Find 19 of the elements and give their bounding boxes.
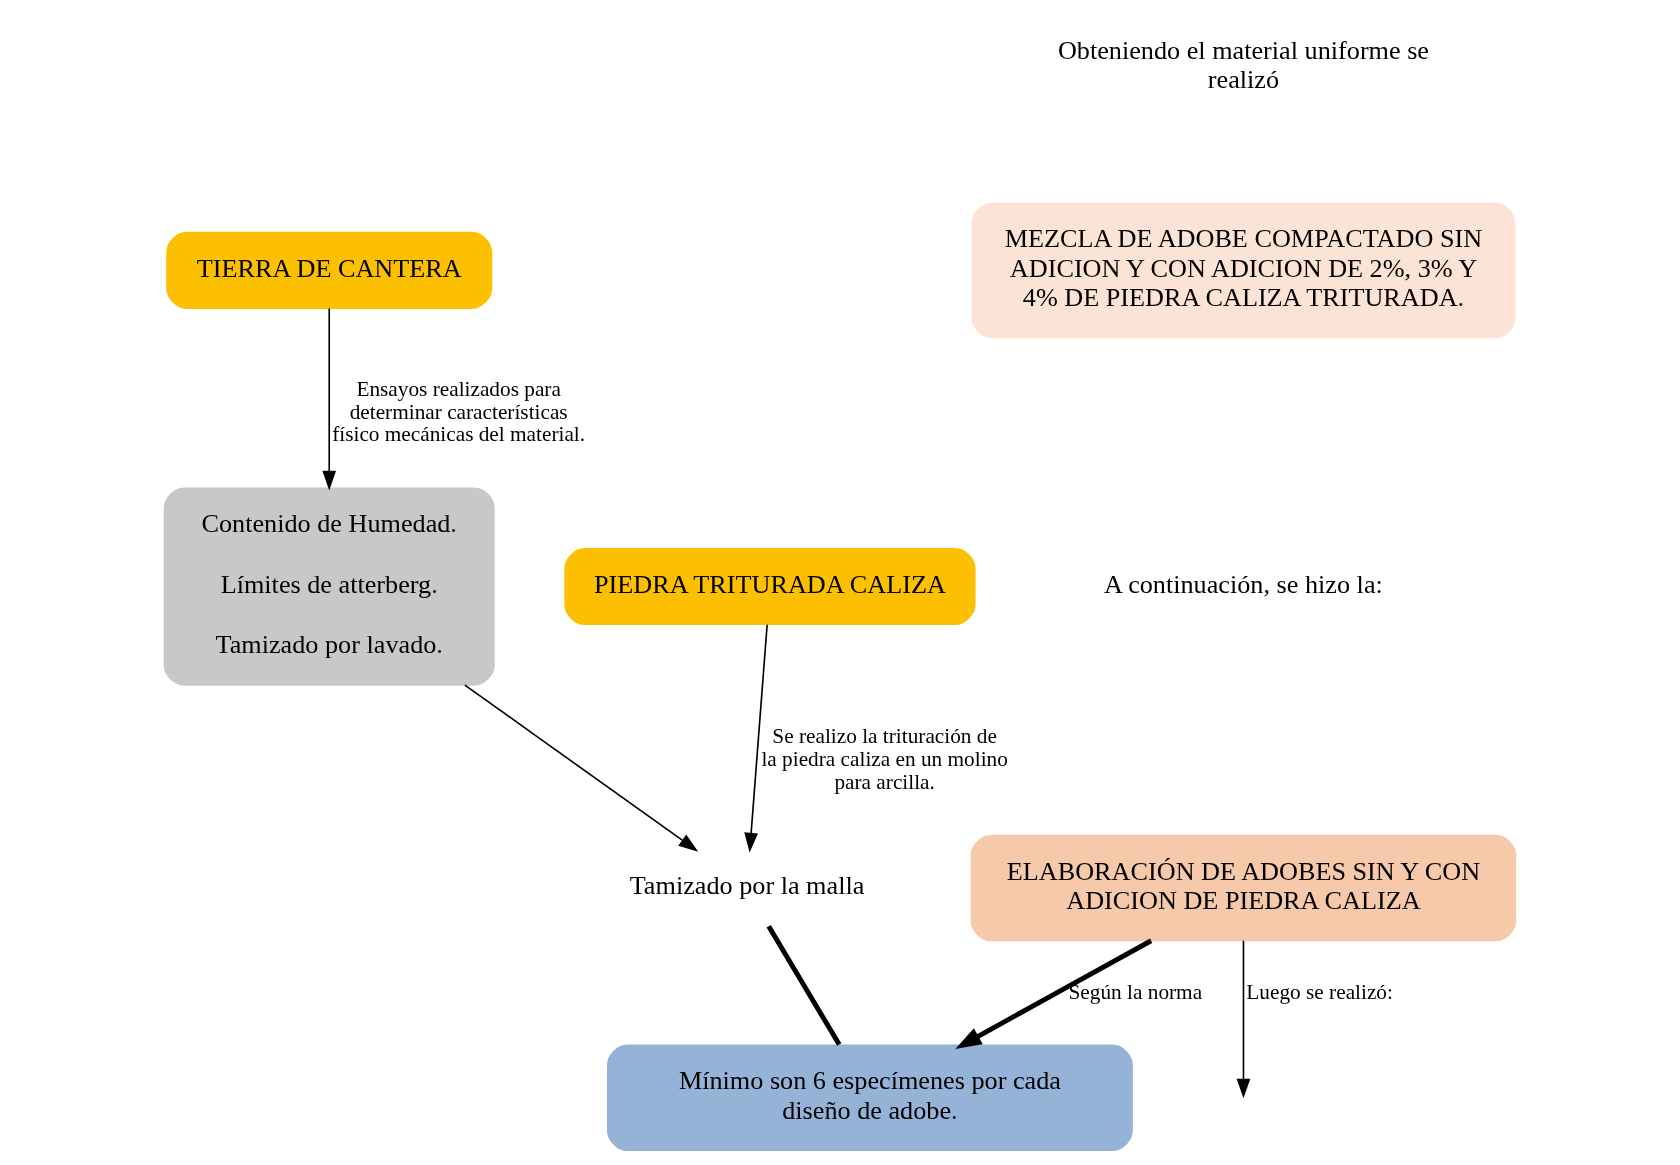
node-box: Mínimo son 6 especímenes por cada diseño de adobe.	[606, 1044, 1133, 1152]
label: Obteniendo el material uniforme se realizó	[1057, 35, 1430, 95]
label: A continuación, se hizo la:	[1104, 569, 1383, 599]
edge-label: Según la norma	[1068, 979, 1203, 1004]
edge-label: Se realizo la trituración de la piedra caliza en un molino para arcilla.	[761, 723, 1008, 794]
node-box: ELABORACIÓN DE ADOBES SIN Y CON ADICION DE PIEDRA CALIZA	[970, 834, 1517, 942]
node-text: Tamizado por la malla	[629, 871, 865, 901]
arrow	[464, 684, 699, 852]
node-box: MEZCLA DE ADOBE COMPACTADO SIN ADICION Y CON ADICION DE 2%, 3% Y 4% DE PIEDRA CALIZA TRITURADA.	[971, 202, 1516, 339]
arrow	[322, 307, 337, 491]
arrow	[744, 623, 768, 853]
node-box: Contenido de Humedad. Límites de atterberg. Tamizado por lavado.	[163, 487, 495, 686]
connector	[766, 924, 842, 1046]
edge-label: Luego se realizó:	[1246, 979, 1393, 1004]
edge-label: Ensayos realizados para determinar características físico mecánicas del material.	[332, 376, 586, 447]
node-box: TIERRA DE CANTERA	[166, 231, 493, 309]
arrow	[955, 938, 1153, 1049]
arrow	[1236, 939, 1251, 1099]
node-box: PIEDRA TRITURADA CALIZA	[564, 548, 976, 626]
